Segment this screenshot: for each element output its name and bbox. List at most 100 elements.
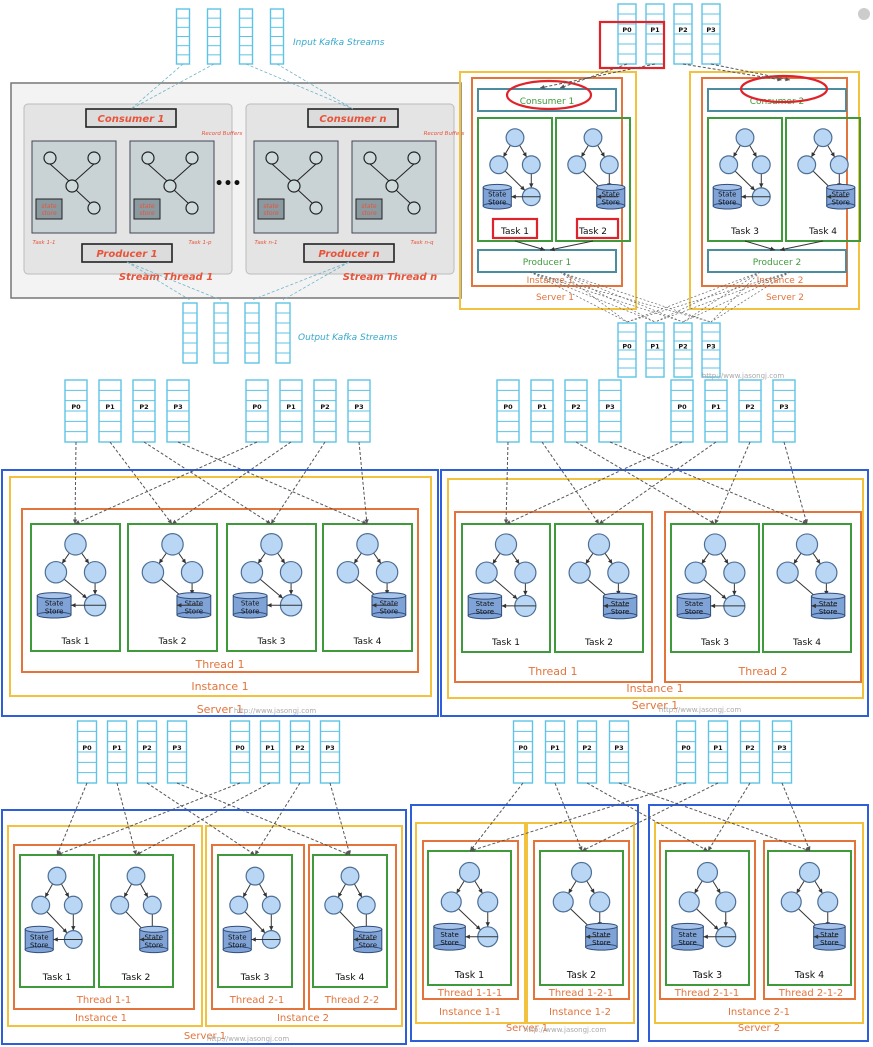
partition-column (206, 8, 222, 65)
arrow-head (713, 925, 719, 930)
highlight-consumer-1 (505, 79, 593, 111)
arrow-head (582, 847, 587, 851)
state-store-label: Store (228, 941, 247, 949)
instance-border (701, 77, 848, 287)
processor-node (735, 128, 755, 148)
state-store-label: State (185, 599, 204, 607)
sketch-task-label: Task 1-p (189, 240, 212, 246)
assignment-arrow (541, 441, 600, 525)
partition-p0: P0 (496, 379, 520, 443)
task-label: Task 3 (256, 637, 285, 647)
input-link (130, 63, 184, 110)
processor-node (261, 895, 281, 915)
partition-p3: P3 (347, 379, 371, 443)
arrow-head (721, 594, 727, 600)
sketch-edge (296, 163, 317, 182)
arrow-head (520, 185, 525, 191)
arrow-head (266, 519, 271, 524)
consumer-label: Consumer 1 (98, 114, 165, 125)
processor-node (458, 861, 481, 883)
sketch-node (185, 151, 199, 165)
partition-column (182, 302, 198, 364)
circle-icon (858, 8, 870, 20)
partition-label: P1 (265, 744, 275, 752)
arrow-head (741, 194, 746, 199)
instance-label: Instance 1 (75, 1013, 127, 1024)
cylinder-top (24, 925, 54, 933)
arrow-head (501, 603, 507, 609)
cylinder-bottom (222, 946, 252, 954)
processor-node (44, 560, 68, 584)
partition-p2: P2 (739, 720, 761, 784)
partition-label: P0 (622, 343, 632, 351)
arrow-head (511, 194, 516, 199)
processor-node (489, 155, 509, 175)
arrow-head (478, 888, 483, 894)
processor-node (583, 128, 603, 148)
sketch-store-label: store (41, 210, 57, 217)
producer-to-partition (626, 271, 761, 323)
cylinder-bottom (36, 611, 72, 619)
thread-border (21, 508, 419, 673)
server-border (648, 804, 869, 1042)
consumer-label: Consumer n (319, 114, 386, 125)
server-label: Server 2 (766, 293, 804, 303)
thread-label: Thread 1-2-1 (548, 988, 613, 999)
cylinder-bottom (353, 946, 383, 954)
assignment-arrow (575, 441, 716, 525)
arrow-head (811, 603, 816, 609)
state-store-label: Store (488, 199, 506, 207)
server-border (459, 71, 637, 310)
partition-p1: P1 (707, 720, 729, 784)
state-store-label: State (602, 191, 620, 199)
partition-label: P2 (571, 403, 580, 411)
processor-node (703, 533, 727, 556)
input-link (130, 63, 215, 110)
arrow-head (353, 937, 359, 942)
partition-label: P1 (713, 744, 723, 752)
state-store-label: State (611, 600, 630, 608)
topology-edge (46, 911, 68, 934)
producer-to-partition (654, 271, 761, 323)
partition-label: P0 (681, 744, 691, 752)
partition-label: P3 (173, 403, 182, 411)
task-label: Task 4 (808, 227, 837, 237)
thread-border (454, 511, 653, 683)
cylinder-bottom (671, 943, 704, 951)
partition-label: P1 (537, 403, 547, 411)
sketch-store (133, 198, 161, 220)
processor-node (684, 561, 707, 584)
thread-border (659, 840, 756, 1000)
thread-label: Thread 1 (528, 665, 578, 678)
arrow-head (278, 593, 283, 599)
arrow-head (796, 888, 801, 894)
assignment-arrow (505, 441, 683, 525)
state-store-label: State (685, 600, 704, 608)
assignment-arrow (586, 782, 709, 852)
cylinder-top (826, 183, 856, 191)
server-border (410, 804, 639, 1042)
sketch-node (65, 179, 79, 193)
sketch-node (363, 151, 377, 165)
arrow-head (723, 922, 728, 927)
producer-to-partition (529, 271, 684, 323)
arrow-head (82, 593, 87, 599)
cylinder-top (232, 592, 268, 600)
partition-label: P0 (622, 26, 632, 34)
cylinder-bottom (139, 946, 169, 954)
highlight-task-2 (575, 217, 620, 240)
cylinder-bottom (467, 612, 503, 620)
processor-node (817, 891, 839, 913)
partition-label: P3 (777, 744, 786, 752)
output-streams-label: Output Kafka Streams (298, 333, 398, 343)
to-producer-edge (549, 240, 594, 251)
producer-to-partition (710, 271, 791, 323)
